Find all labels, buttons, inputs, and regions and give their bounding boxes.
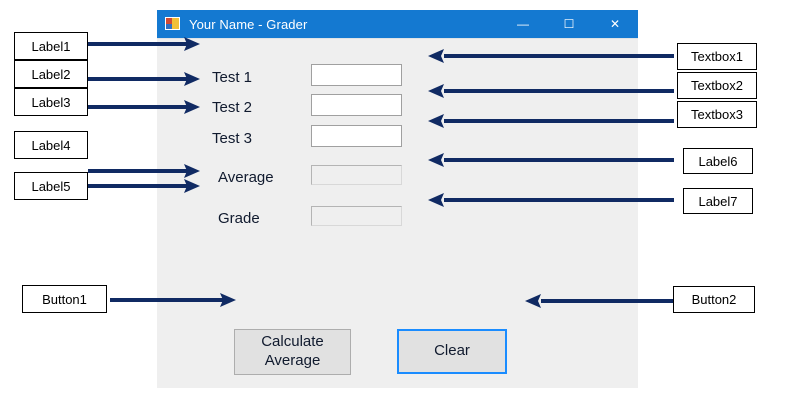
annotation-box-textbox2: Textbox2: [677, 72, 757, 99]
grader-form-window: Your Name - Grader — ☐ ✕ Test 1 Test 2 T…: [157, 10, 638, 388]
annotation-box-label1: Label1: [14, 32, 88, 60]
annotation-label-text: Label3: [31, 94, 71, 110]
annotation-label-text: Label7: [698, 193, 738, 209]
form-client-area: Test 1 Test 2 Test 3 Average Grade Calcu…: [157, 38, 638, 388]
label7-grade-output: [311, 206, 402, 226]
annotation-label-text: Button1: [42, 291, 87, 307]
annotation-label-text: Textbox3: [690, 107, 744, 122]
annotation-box-button2: Button2: [673, 286, 755, 313]
textbox3-test3-input[interactable]: [311, 125, 402, 147]
annotation-label-text: Label1: [31, 38, 71, 54]
arrow-to-textbox3: [428, 113, 674, 129]
label-grade: Grade: [218, 210, 260, 227]
arrow-to-label4: [88, 163, 200, 179]
arrow-to-textbox1: [428, 48, 674, 64]
label-test3: Test 3: [212, 130, 253, 147]
arrow-to-button2: [525, 293, 673, 309]
maximize-glyph: ☐: [563, 17, 575, 31]
annotation-box-textbox1: Textbox1: [677, 43, 757, 70]
label-average: Average: [218, 169, 274, 186]
annotation-label-text: Button2: [691, 292, 737, 307]
calculate-button-label: Calculate Average: [261, 333, 324, 371]
annotation-box-textbox3: Textbox3: [677, 101, 757, 128]
annotation-box-label6: Label6: [683, 148, 753, 174]
maximize-icon[interactable]: ☐: [546, 10, 592, 38]
annotation-label-text: Textbox1: [690, 49, 744, 64]
annotation-label-text: Textbox2: [690, 78, 744, 93]
minimize-icon[interactable]: —: [500, 10, 546, 38]
clear-button-label: Clear: [434, 342, 470, 360]
label-test2: Test 2: [212, 99, 253, 116]
textbox2-test2-input[interactable]: [311, 94, 402, 116]
arrow-to-label3: [88, 99, 200, 115]
annotation-box-label7: Label7: [683, 188, 753, 214]
window-title: Your Name - Grader: [189, 16, 308, 32]
annotation-box-label3: Label3: [14, 88, 88, 116]
annotation-box-label5: Label5: [14, 172, 88, 200]
minimize-glyph: —: [517, 17, 529, 31]
label-test1: Test 1: [212, 69, 253, 86]
annotation-label-text: Label2: [31, 66, 71, 82]
calculate-average-button[interactable]: Calculate Average: [234, 329, 351, 375]
winforms-app-icon: [165, 16, 181, 32]
annotation-label-text: Label4: [31, 137, 71, 153]
annotation-box-label4: Label4: [14, 131, 88, 159]
arrow-to-label2: [88, 71, 200, 87]
textbox1-test1-input[interactable]: [311, 64, 402, 86]
label6-average-output: [311, 165, 402, 185]
calculate-label-line2: Average: [264, 352, 321, 369]
close-icon[interactable]: ✕: [592, 10, 638, 38]
arrow-to-label5: [88, 178, 200, 194]
close-glyph: ✕: [609, 17, 621, 31]
annotation-label-text: Label6: [698, 153, 738, 169]
arrow-to-label6: [428, 152, 674, 168]
arrow-to-button1: [110, 292, 236, 308]
annotation-box-button1: Button1: [22, 285, 107, 313]
window-titlebar[interactable]: Your Name - Grader — ☐ ✕: [157, 10, 638, 38]
arrow-to-label1: [88, 36, 200, 52]
calculate-label-line1: Calculate: [261, 333, 324, 351]
arrow-to-label7: [428, 192, 674, 208]
arrow-to-textbox2: [428, 83, 674, 99]
annotation-box-label2: Label2: [14, 60, 88, 88]
annotation-label-text: Label5: [31, 178, 71, 194]
clear-button[interactable]: Clear: [397, 329, 507, 374]
